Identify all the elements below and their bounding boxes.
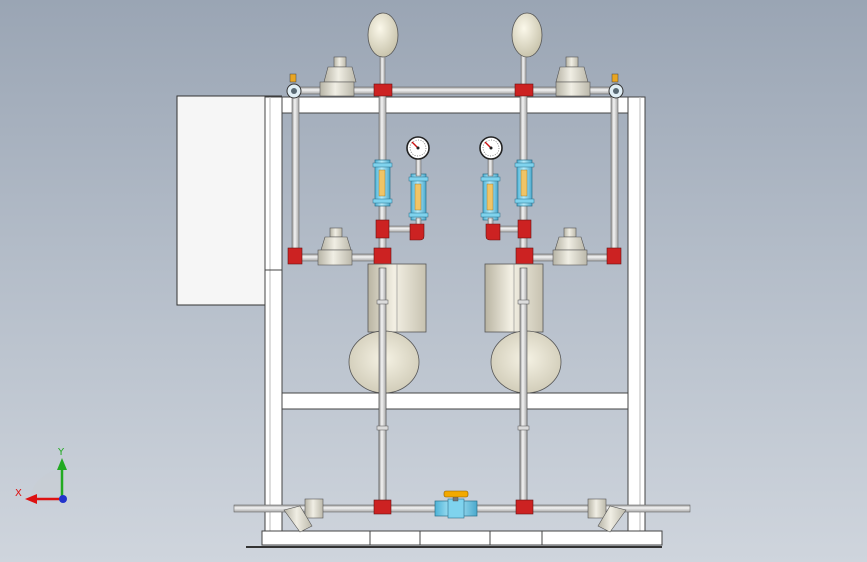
flowmeter-2[interactable] [408,173,429,221]
control-cabinet[interactable] [176,95,266,306]
coordinate-triad: Y X [15,447,67,504]
flowmeter-4[interactable] [514,159,535,207]
frame[interactable] [246,96,663,548]
right-tank[interactable] [484,263,544,333]
pressure-gauge-right[interactable] [479,136,503,160]
left-strainer[interactable] [283,498,324,533]
top-right-valve[interactable] [608,73,624,99]
top-left-regulator[interactable] [319,56,357,97]
mid-fittings [287,219,622,267]
right-accumulator[interactable] [511,12,543,88]
flowmeter-3[interactable] [480,173,501,221]
pressure-gauge-left[interactable] [406,136,430,160]
x-axis-label: X [15,488,22,499]
x-axis-arrowhead [25,494,37,504]
top-right-regulator[interactable] [555,56,591,97]
y-axis-arrowhead [57,458,67,470]
y-axis-label: Y [57,447,65,458]
top-manifold-fittings [373,83,534,97]
z-axis-dot [59,495,67,503]
flowmeter-1[interactable] [372,159,393,207]
mid-left-regulator[interactable] [317,227,353,266]
left-accumulator[interactable] [367,12,399,88]
right-strainer[interactable] [587,498,627,533]
ball-valve[interactable] [434,490,478,519]
left-tank[interactable] [367,263,427,333]
top-left-valve[interactable] [286,73,302,99]
mid-right-regulator[interactable] [552,227,588,266]
